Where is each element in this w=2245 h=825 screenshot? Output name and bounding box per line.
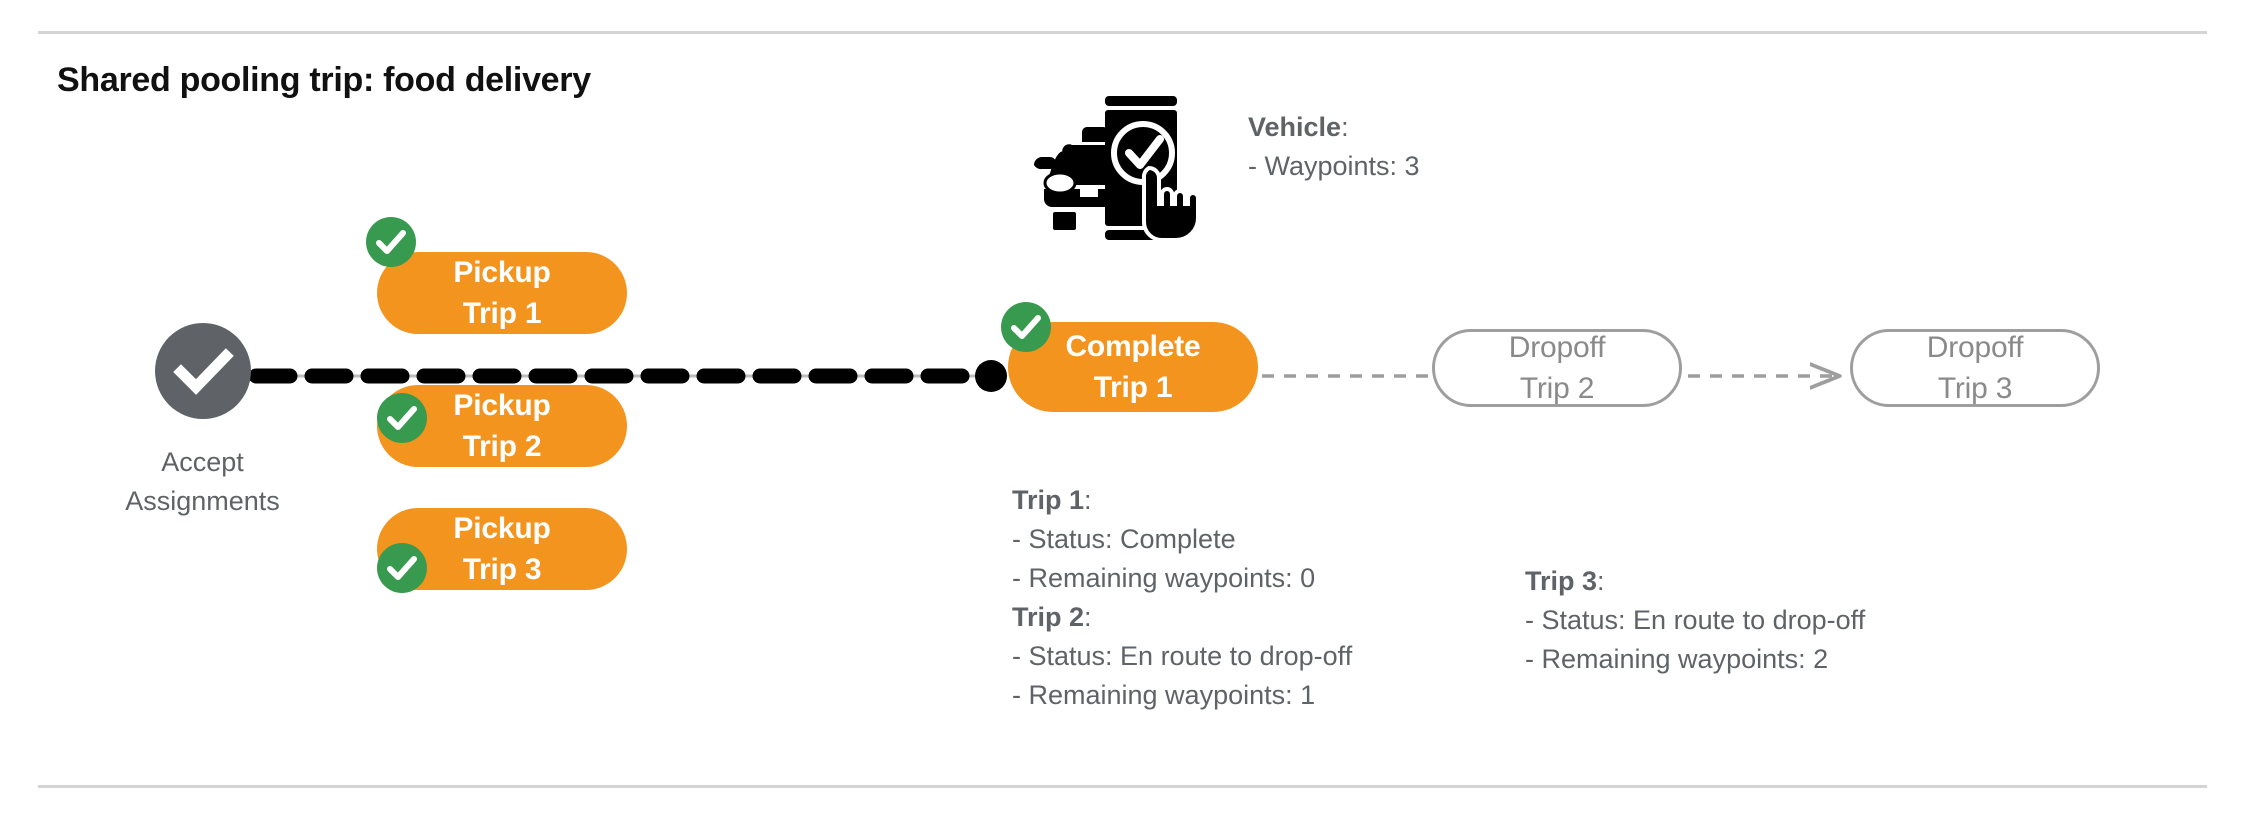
check-badge-icon xyxy=(1011,315,1041,339)
trip-3-waypoints: - Remaining waypoints: 2 xyxy=(1525,644,1829,674)
chip-pickup-trip-1-line-1: Pickup xyxy=(453,256,551,289)
check-badge-icon xyxy=(387,406,417,430)
trip-3-heading-suffix: : xyxy=(1597,566,1605,596)
accept-assignments-label: Accept Assignments xyxy=(80,443,325,521)
car-phone-check-icon xyxy=(1034,96,1200,242)
status-badge-pickup-trip-2 xyxy=(377,393,427,443)
trip-1-heading-row: Trip 1: xyxy=(1012,481,1352,520)
check-circle-icon xyxy=(173,348,234,395)
chip-pickup-trip-3-line-1: Pickup xyxy=(453,512,551,545)
chip-complete-trip-1-line-2: Trip 1 xyxy=(1093,371,1173,404)
chip-pickup-trip-1-line-2: Trip 1 xyxy=(462,297,542,330)
trip-2-heading-row: Trip 2: xyxy=(1012,598,1352,637)
trip-2-heading-suffix: : xyxy=(1084,602,1092,632)
vehicle-info-heading: Vehicle xyxy=(1248,112,1342,142)
chip-dropoff-trip-3-line-2: Trip 3 xyxy=(1937,372,2013,405)
trip-3-status: - Status: En route to drop-off xyxy=(1525,605,1866,635)
chip-pickup-trip-2-line-1: Pickup xyxy=(453,389,551,422)
chip-pickup-trip-3-line-2: Trip 3 xyxy=(462,553,542,586)
divider-top xyxy=(38,31,2207,34)
accept-label-line-1: Accept xyxy=(161,447,244,477)
trip-3-heading-row: Trip 3: xyxy=(1525,562,1865,601)
chip-dropoff-trip-2-line-1: Dropoff xyxy=(1508,331,1606,364)
trip-2-waypoints: - Remaining waypoints: 1 xyxy=(1012,680,1316,710)
status-badge-complete-trip-1 xyxy=(1001,302,1051,352)
chip-complete-trip-1[interactable]: Complete Trip 1 xyxy=(1008,322,1258,412)
trip-1-heading-suffix: : xyxy=(1084,485,1092,515)
check-badge-icon xyxy=(376,230,406,254)
status-badge-pickup-trip-3 xyxy=(377,543,427,593)
accept-assignments-node[interactable] xyxy=(155,323,251,419)
trip-3-heading: Trip 3 xyxy=(1525,566,1598,596)
chip-dropoff-trip-3-line-1: Dropoff xyxy=(1926,331,2024,364)
vehicle-info-block: Vehicle: - Waypoints: 3 xyxy=(1248,108,1420,186)
chip-pickup-trip-1[interactable]: Pickup Trip 1 xyxy=(377,252,627,334)
chip-dropoff-trip-3[interactable]: Dropoff Trip 3 xyxy=(1850,329,2100,407)
page-title: Shared pooling trip: food delivery xyxy=(57,61,591,99)
trip-1-waypoints: - Remaining waypoints: 0 xyxy=(1012,563,1316,593)
vehicle-info-heading-suffix: : xyxy=(1341,112,1349,142)
chip-dropoff-trip-2[interactable]: Dropoff Trip 2 xyxy=(1432,329,1682,407)
vehicle-info-waypoints: - Waypoints: 3 xyxy=(1248,151,1420,181)
trip-1-heading: Trip 1 xyxy=(1012,485,1085,515)
trip-details-left-block: Trip 1: - Status: Complete - Remaining w… xyxy=(1012,481,1352,715)
divider-bottom xyxy=(38,785,2207,788)
chip-complete-trip-1-line-1: Complete xyxy=(1065,330,1201,363)
chip-pickup-trip-2-line-2: Trip 2 xyxy=(462,430,542,463)
trip-2-heading: Trip 2 xyxy=(1012,602,1085,632)
chip-dropoff-trip-2-line-2: Trip 2 xyxy=(1519,372,1595,405)
trip-1-status: - Status: Complete xyxy=(1012,524,1236,554)
trip-details-right-block: Trip 3: - Status: En route to drop-off -… xyxy=(1525,562,1865,679)
trip-2-status: - Status: En route to drop-off xyxy=(1012,641,1353,671)
vehicle-icon-wrapper xyxy=(1030,85,1210,245)
status-badge-pickup-trip-1 xyxy=(366,217,416,267)
path-endpoint-dot xyxy=(975,360,1007,392)
accept-label-line-2: Assignments xyxy=(125,486,280,516)
check-badge-icon xyxy=(387,556,417,580)
vehicle-info-heading-row: Vehicle: xyxy=(1248,108,1420,147)
